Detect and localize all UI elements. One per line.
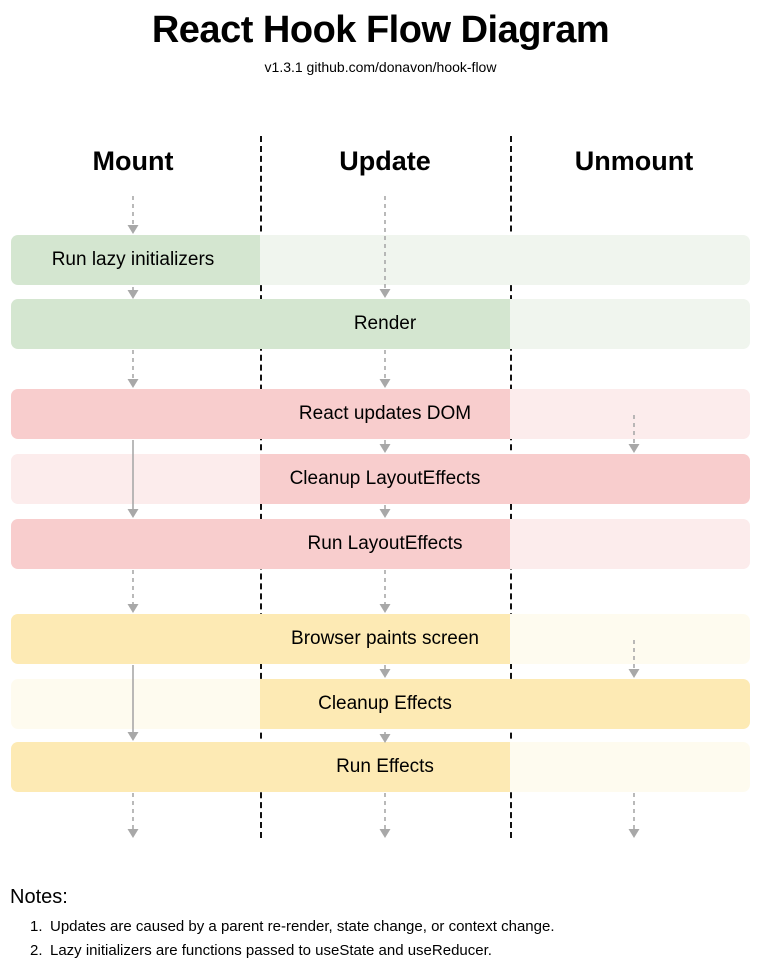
arrow-update-render-to-dom [378,350,392,388]
row-label-text: Browser paints screen [291,628,479,649]
row-label-text: Cleanup Effects [318,693,452,714]
arrow-unmount-enter-cleanupeff [627,640,641,678]
row-run-layouteffects: Run LayoutEffects [11,519,750,569]
row-segment-faded [510,614,750,664]
arrow-mount-render-to-dom [126,350,140,388]
row-label-text: Cleanup LayoutEffects [289,468,481,489]
row-segment-faded [510,299,750,349]
row-label-text: Render [353,313,417,334]
row-cleanup-effects: Cleanup Effects [11,679,750,729]
arrow-mount-lazy-to-render [126,286,140,299]
row-segment-active [260,454,750,504]
row-segment-faded [11,454,260,504]
row-browser-paints-screen: Browser paints screen [11,614,750,664]
row-segment-active [11,614,510,664]
row-label-run-layouteffects: Run LayoutEffects [11,519,750,569]
note-item: 1. Updates are caused by a parent re-rend… [30,915,555,939]
page-subtitle: v1.3.1 github.com/donavon/hook-flow [264,59,497,75]
arrow-update-cleanup-to-run [378,505,392,518]
arrow-update-cleanup-to-runeff [378,730,392,743]
row-segment-active [11,389,510,439]
diagram-header: React Hook Flow Diagram v1.3.1 github.co… [0,0,761,76]
notes-title: Notes: [10,886,68,908]
column-header-unmount: Unmount [574,146,694,176]
note-text: Updates are caused by a parent re-render… [50,918,555,935]
arrow-update-dom-to-cleanup [378,440,392,453]
column-header-update: Update [339,146,431,176]
notes-section: Notes: 1. Updates are caused by a parent … [10,885,555,963]
arrow-update-exit [378,793,392,838]
notes-list: 1. Updates are caused by a parent re-rend… [10,915,555,963]
note-text: Lazy initializers are functions passed t… [50,942,492,959]
arrow-mount-exit [126,793,140,838]
arrow-unmount-enter-cleanup [627,415,641,453]
row-run-effects: Run Effects [11,742,750,792]
row-label-react-updates-dom: React updates DOM [11,389,750,439]
row-segment-faded [11,679,260,729]
note-number: 2. [30,942,43,959]
row-segment-active [11,742,510,792]
row-label-cleanup-effects: Cleanup Effects [11,679,750,729]
row-run-lazy-initializers: Run lazy initializers [11,235,750,285]
row-label-text: Run lazy initializers [51,249,215,270]
arrow-mount-dom-to-runlayout [126,440,140,518]
row-segment-faded [510,389,750,439]
page-title: React Hook Flow Diagram [151,9,610,51]
row-label-text: Run Effects [336,756,434,777]
arrow-mount-layout-to-paint [126,570,140,613]
row-label-render: Render [11,299,750,349]
row-segment-faded [260,235,750,285]
arrow-update-layout-to-paint [378,570,392,613]
arrow-update-enter-render [378,196,392,298]
row-label-run-effects: Run Effects [11,742,750,792]
row-segment-active [11,299,510,349]
row-segment-faded [510,742,750,792]
row-label-text: React updates DOM [298,403,472,424]
note-number: 1. [30,918,43,935]
row-segment-faded [510,519,750,569]
arrow-unmount-exit [627,793,641,838]
row-react-updates-dom: React updates DOM [11,389,750,439]
row-label-run-lazy-initializers: Run lazy initializers [11,235,750,285]
row-segment-active [11,519,510,569]
row-render: Render [11,299,750,349]
arrow-mount-enter-lazy [126,196,140,234]
column-header-mount: Mount [92,146,174,176]
row-label-cleanup-layouteffects: Cleanup LayoutEffects [11,454,750,504]
row-label-browser-paints-screen: Browser paints screen [11,614,750,664]
row-cleanup-layouteffects: Cleanup LayoutEffects [11,454,750,504]
note-item: 2. Lazy initializers are functions passed… [30,939,555,963]
row-segment-active [11,235,260,285]
arrow-mount-paint-to-runeff [126,665,140,741]
row-segment-active [260,679,750,729]
arrow-update-paint-to-cleanup [378,665,392,678]
row-label-text: Run LayoutEffects [307,533,463,554]
